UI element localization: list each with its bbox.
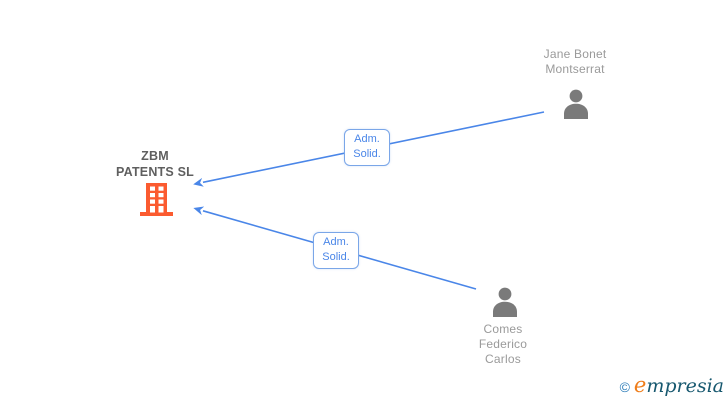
- building-icon[interactable]: [139, 183, 174, 221]
- edge-label-line: Adm.: [323, 236, 349, 248]
- person-node-comes-label[interactable]: Comes Federico Carlos: [433, 322, 573, 367]
- company-name-line: ZBM: [141, 149, 169, 163]
- company-name-line: PATENTS SL: [116, 165, 194, 179]
- person-node-jane-label[interactable]: Jane Bonet Montserrat: [505, 47, 645, 77]
- edge-label-line: Adm.: [354, 133, 380, 145]
- brand-rest: mpresia: [646, 375, 724, 397]
- person-name-line: Montserrat: [545, 62, 605, 76]
- person-icon[interactable]: [561, 88, 591, 125]
- copyright-icon: ©: [619, 379, 630, 395]
- person-name-line: Carlos: [485, 352, 521, 366]
- person-name-line: Federico: [478, 337, 528, 351]
- edge-label-adm-solid-2[interactable]: Adm. Solid.: [313, 232, 359, 269]
- edge-label-line: Solid.: [322, 251, 350, 263]
- person-name-line: Comes: [483, 322, 523, 336]
- person-icon[interactable]: [490, 286, 520, 323]
- empresia-logo[interactable]: © empresia: [620, 373, 724, 397]
- edge-label-adm-solid-1[interactable]: Adm. Solid.: [344, 129, 390, 166]
- person-name-line: Jane Bonet: [543, 47, 607, 61]
- company-node-label[interactable]: ZBM PATENTS SL: [85, 148, 225, 180]
- brand-initial: e: [633, 373, 647, 397]
- brand-wordmark: empresia: [634, 373, 724, 397]
- edge-label-line: Solid.: [353, 148, 381, 160]
